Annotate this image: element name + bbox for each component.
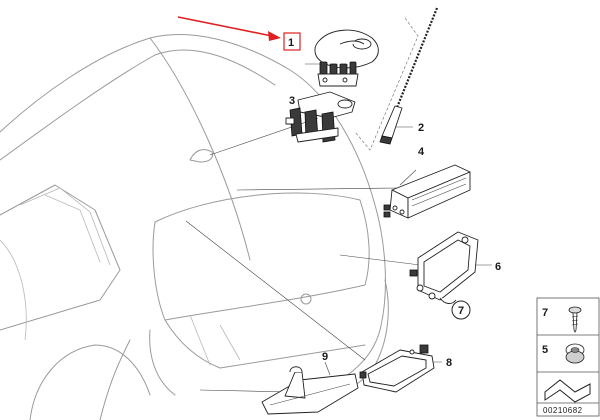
callout-1: 1: [288, 37, 294, 49]
callout-3: 3: [289, 95, 295, 107]
callout-8: 8: [446, 357, 452, 369]
legend-number-7: 7: [542, 307, 548, 319]
part-4-amplifier: [383, 164, 471, 219]
callout-9: 9: [322, 351, 328, 363]
part-2-rod-antenna: [354, 7, 439, 151]
part-8-amplifier: [359, 344, 435, 393]
nut-icon: [565, 343, 585, 364]
template-icon: [544, 379, 591, 403]
highlight-arrow: [177, 16, 281, 41]
callout-4: 4: [418, 146, 425, 158]
vehicle-outline: [0, 34, 389, 420]
legend-number-5: 5: [542, 344, 548, 356]
part-1-antenna-base: [314, 29, 379, 87]
callout-1-box: [283, 32, 301, 51]
screw-icon: [568, 306, 582, 333]
part-6-module: [409, 231, 479, 304]
callout-7-circle: 7: [451, 300, 471, 320]
callout-2: 2: [418, 122, 424, 134]
part-3-bracket: [285, 91, 356, 143]
callout-6: 6: [495, 261, 501, 273]
part-9-bracket: [261, 366, 359, 415]
reference-number: 00210682: [543, 406, 583, 415]
legend-panel: 7 5 00210682: [536, 297, 600, 417]
callout-7: 7: [458, 305, 464, 317]
